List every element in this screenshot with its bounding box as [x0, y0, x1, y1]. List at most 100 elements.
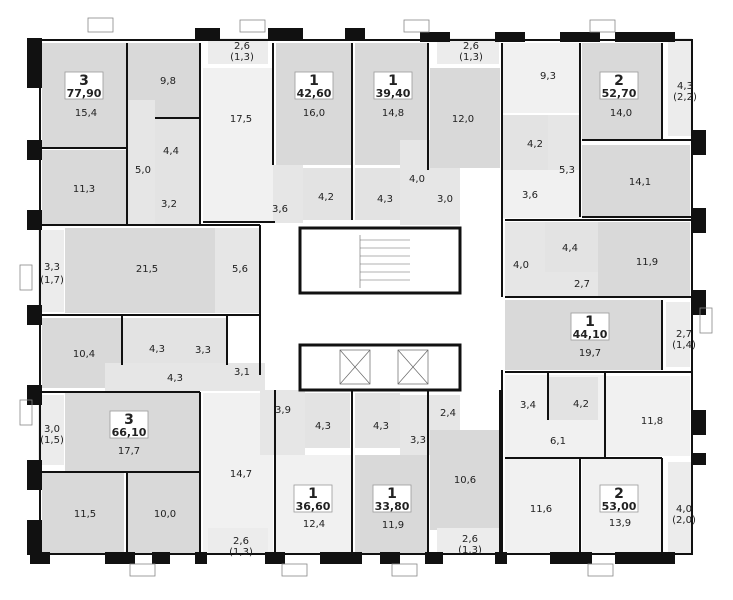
room-area: 4,3 — [167, 373, 183, 384]
room-area: 10,6 — [454, 475, 476, 486]
room-area: 12,0 — [452, 114, 474, 125]
apartment-badge[interactable]: 144,10 — [570, 312, 610, 341]
svg-text:42,60: 42,60 — [297, 87, 332, 100]
balcony-area: 3,0 — [44, 424, 60, 435]
balcony-area: 4,0 — [676, 504, 692, 515]
balcony-net-area: (1,3) — [458, 545, 482, 556]
room-area: 3,1 — [234, 367, 250, 378]
room-area: 4,3 — [315, 421, 331, 432]
room-area: 9,3 — [540, 71, 556, 82]
room-area: 14,8 — [382, 108, 404, 119]
room-area: 3,2 — [161, 199, 177, 210]
apartment-badge[interactable]: 136,60 — [293, 484, 333, 513]
svg-text:1: 1 — [308, 486, 318, 502]
balcony-area: 2,6 — [462, 534, 478, 545]
balcony-area: 2,6 — [463, 41, 479, 52]
balcony-net-area: (1,3) — [230, 52, 254, 63]
room-area: 3,6 — [272, 204, 288, 215]
svg-text:39,40: 39,40 — [376, 87, 411, 100]
balcony-labels: 2,6 (1,3) 3,3 (1,7) 2,6 (1,3) 4,3 (2,2) … — [40, 41, 697, 558]
elevator-icon — [339, 349, 429, 385]
room-area: 5,3 — [559, 165, 575, 176]
apartment-badge[interactable]: 142,60 — [294, 71, 334, 100]
room-area: 9,8 — [160, 76, 176, 87]
room-fills — [38, 38, 692, 554]
svg-text:1: 1 — [387, 486, 397, 502]
room-area: 4,2 — [527, 139, 543, 150]
svg-text:1: 1 — [309, 73, 319, 89]
room-area: 4,2 — [573, 399, 589, 410]
room-area: 4,3 — [149, 344, 165, 355]
room-labels: 15,4 9,8 11,3 5,0 4,4 3,2 21,5 5,6 17,5 … — [73, 71, 663, 531]
room-area: 3,3 — [410, 435, 426, 446]
balcony-area: 2,6 — [234, 41, 250, 52]
room-area: 4,0 — [409, 174, 425, 185]
svg-text:77,90: 77,90 — [67, 87, 102, 100]
room-area: 11,9 — [382, 520, 404, 531]
room-area: 15,4 — [75, 108, 97, 119]
apartment-badge[interactable]: 253,00 — [599, 484, 639, 513]
room-area: 21,5 — [136, 264, 158, 275]
balcony-area: 2,7 — [676, 329, 692, 340]
room-area: 3,4 — [520, 400, 536, 411]
room-area: 19,7 — [579, 348, 601, 359]
apartment-badge[interactable]: 252,70 — [599, 71, 639, 100]
room-area: 11,6 — [530, 504, 552, 515]
svg-text:1: 1 — [585, 314, 595, 330]
room-area: 3,9 — [275, 405, 291, 416]
room-area: 5,0 — [135, 165, 151, 176]
room-area: 13,9 — [609, 518, 631, 529]
balcony-net-area: (2,0) — [672, 515, 696, 526]
svg-text:36,60: 36,60 — [296, 500, 331, 513]
svg-text:52,70: 52,70 — [602, 87, 637, 100]
room-area: 11,5 — [74, 509, 96, 520]
svg-text:44,10: 44,10 — [573, 328, 608, 341]
room-area: 2,7 — [574, 279, 590, 290]
room-area: 11,3 — [73, 184, 95, 195]
svg-text:53,00: 53,00 — [602, 500, 637, 513]
room-area: 2,4 — [440, 408, 456, 419]
building-core — [298, 226, 462, 392]
balcony-area: 3,3 — [44, 262, 60, 273]
room-area: 3,6 — [522, 190, 538, 201]
room-area: 14,0 — [610, 108, 632, 119]
room-area: 12,4 — [303, 519, 325, 530]
balcony-area: 4,3 — [677, 81, 693, 92]
apartment-badge[interactable]: 366,10 — [109, 410, 149, 439]
room-area: 3,3 — [195, 345, 211, 356]
balcony-net-area: (1,4) — [672, 340, 696, 351]
room-area: 17,5 — [230, 114, 252, 125]
room-area: 5,6 — [232, 264, 248, 275]
room-area: 4,0 — [513, 260, 529, 271]
room-area: 4,3 — [373, 421, 389, 432]
apartment-badge[interactable]: 133,80 — [372, 484, 412, 513]
room-area: 4,2 — [318, 192, 334, 203]
balcony-net-area: (1,5) — [40, 435, 64, 446]
room-area: 11,9 — [636, 257, 658, 268]
window-markers — [19, 17, 713, 577]
room-area: 4,4 — [163, 146, 179, 157]
room-area: 17,7 — [118, 446, 140, 457]
balcony-net-area: (2,2) — [673, 92, 697, 103]
room-area: 16,0 — [303, 108, 325, 119]
room-area: 3,0 — [437, 194, 453, 205]
room-area: 10,4 — [73, 349, 95, 360]
room-area: 14,7 — [230, 469, 252, 480]
balcony-net-area: (1,3) — [229, 547, 253, 558]
svg-text:66,10: 66,10 — [112, 426, 147, 439]
room-area: 14,1 — [629, 177, 651, 188]
svg-text:33,80: 33,80 — [375, 500, 410, 513]
svg-text:2: 2 — [614, 73, 624, 89]
svg-text:2: 2 — [614, 486, 624, 502]
apartment-badge[interactable]: 139,40 — [373, 71, 413, 100]
svg-text:1: 1 — [388, 73, 398, 89]
walls — [27, 28, 706, 564]
balcony-net-area: (1,3) — [459, 52, 483, 63]
balcony-net-area: (1,7) — [40, 275, 64, 286]
apartment-badge[interactable]: 377,90 — [64, 71, 104, 100]
balcony-area: 2,6 — [233, 536, 249, 547]
room-area: 11,8 — [641, 416, 663, 427]
svg-text:3: 3 — [79, 73, 89, 89]
room-area: 4,4 — [562, 243, 578, 254]
